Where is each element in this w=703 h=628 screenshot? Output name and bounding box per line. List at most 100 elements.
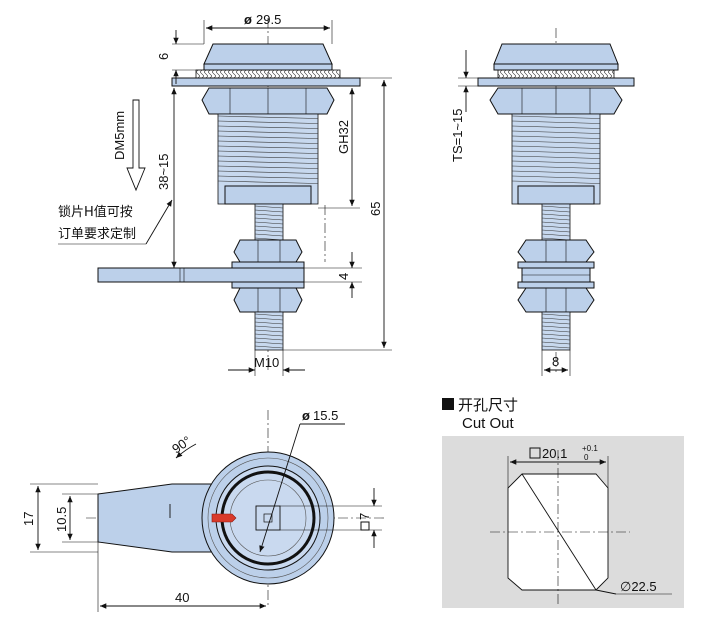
thread-line <box>254 209 284 213</box>
thread-line <box>254 233 284 237</box>
cutout-view: 开孔尺寸 Cut Out 20.1 +0.1 0 ∅22.5 <box>442 396 684 608</box>
thread-line <box>541 337 571 341</box>
dim-cutout-square: 20.1 <box>542 446 567 461</box>
thread-line <box>217 170 319 174</box>
dim-height-17: 17 <box>21 512 36 526</box>
dim-range: 38~15 <box>156 153 171 190</box>
thread-line <box>254 205 284 209</box>
lock-washer <box>195 69 341 79</box>
mark-dm: DM5mm <box>112 111 127 160</box>
thread-line <box>541 205 571 209</box>
thread-line <box>217 130 319 134</box>
dim-cam-thickness: 4 <box>336 273 351 280</box>
dim-length-40: 40 <box>175 590 189 605</box>
thread-line <box>254 217 284 221</box>
side-view: ø 29.5 6 38~15 GH32 65 4 M10 <box>58 12 392 376</box>
thread-line <box>511 180 601 184</box>
thread-line <box>217 145 319 149</box>
dim-height-10-5: 10.5 <box>54 507 69 532</box>
red-indicator <box>211 513 237 523</box>
thread-line <box>254 341 284 345</box>
top-view: 90° ø 15.5 7 17 10.5 40 <box>21 408 384 612</box>
svg-text:ø: ø <box>244 12 252 27</box>
thread-line <box>541 209 571 213</box>
thread-line <box>217 140 319 144</box>
dim-front-square: 8 <box>552 354 559 369</box>
thread-line <box>541 233 571 237</box>
thread-line <box>511 115 601 119</box>
thread-line <box>541 341 571 345</box>
note-line-2: 订单要求定制 <box>58 227 136 242</box>
thread-line <box>217 150 319 154</box>
dim-square-7: 7 <box>357 513 372 520</box>
thread-line <box>254 317 284 321</box>
head-cap <box>203 43 333 65</box>
thread-line <box>511 135 601 139</box>
cutout-title-en: Cut Out <box>462 415 515 432</box>
thread-line <box>511 125 601 129</box>
thread-line <box>511 140 601 144</box>
thread-line <box>217 115 319 119</box>
thread-line <box>217 160 319 164</box>
thread-line <box>511 120 601 124</box>
thread-line <box>511 170 601 174</box>
dim-cutout-diameter: ∅22.5 <box>620 579 657 594</box>
thread-line <box>254 329 284 333</box>
thread-line <box>541 329 571 333</box>
section-bullet <box>442 398 454 410</box>
thread-line <box>541 313 571 317</box>
thread-line <box>511 160 601 164</box>
thread-line <box>511 145 601 149</box>
front-view: TS=1~15 8 <box>450 28 635 376</box>
note-line-1: 锁片H值可按 <box>58 204 133 220</box>
dim-angle: 90° <box>169 433 194 457</box>
thread-line <box>511 150 601 154</box>
thread-line <box>254 213 284 217</box>
cam-lever <box>97 267 305 283</box>
thread-line <box>254 229 284 233</box>
thread-line <box>541 221 571 225</box>
thread-line <box>217 125 319 129</box>
thread-line <box>217 180 319 184</box>
thread-line <box>541 229 571 233</box>
thread-line <box>254 333 284 337</box>
thread-line <box>217 135 319 139</box>
cutout-title-cn: 开孔尺寸 <box>458 396 518 414</box>
thread-line <box>541 317 571 321</box>
thread-line <box>541 213 571 217</box>
dim-total-length: 65 <box>368 202 383 216</box>
thread-line <box>541 333 571 337</box>
thread-line <box>541 325 571 329</box>
dim-plug-diameter: 15.5 <box>313 408 338 423</box>
thread-line <box>254 313 284 317</box>
thread-line <box>511 165 601 169</box>
thread-line <box>254 321 284 325</box>
thread-line <box>541 345 571 349</box>
thread-line <box>217 175 319 179</box>
thread-line <box>541 225 571 229</box>
svg-text:ø: ø <box>302 408 310 423</box>
thread-line <box>541 217 571 221</box>
dim-thread-length: GH32 <box>336 120 351 154</box>
direction-arrow <box>126 99 146 192</box>
dim-tol-upper: +0.1 <box>582 444 598 453</box>
dim-tol-lower: 0 <box>584 453 589 462</box>
dim-head-height: 6 <box>156 53 171 60</box>
dim-thread-diameter: M10 <box>254 355 279 370</box>
thread-line <box>217 120 319 124</box>
thread-line <box>254 225 284 229</box>
thread-line <box>541 321 571 325</box>
dim-ts: TS=1~15 <box>450 109 465 163</box>
thread-line <box>254 337 284 341</box>
thread-line <box>511 155 601 159</box>
thread-line <box>511 130 601 134</box>
thread-line <box>217 165 319 169</box>
lower-nut <box>233 287 303 313</box>
thread-line <box>254 325 284 329</box>
dim-head-diameter: 29.5 <box>256 12 281 27</box>
thread-line <box>254 345 284 349</box>
upper-nut <box>233 239 303 263</box>
thread-line <box>217 155 319 159</box>
